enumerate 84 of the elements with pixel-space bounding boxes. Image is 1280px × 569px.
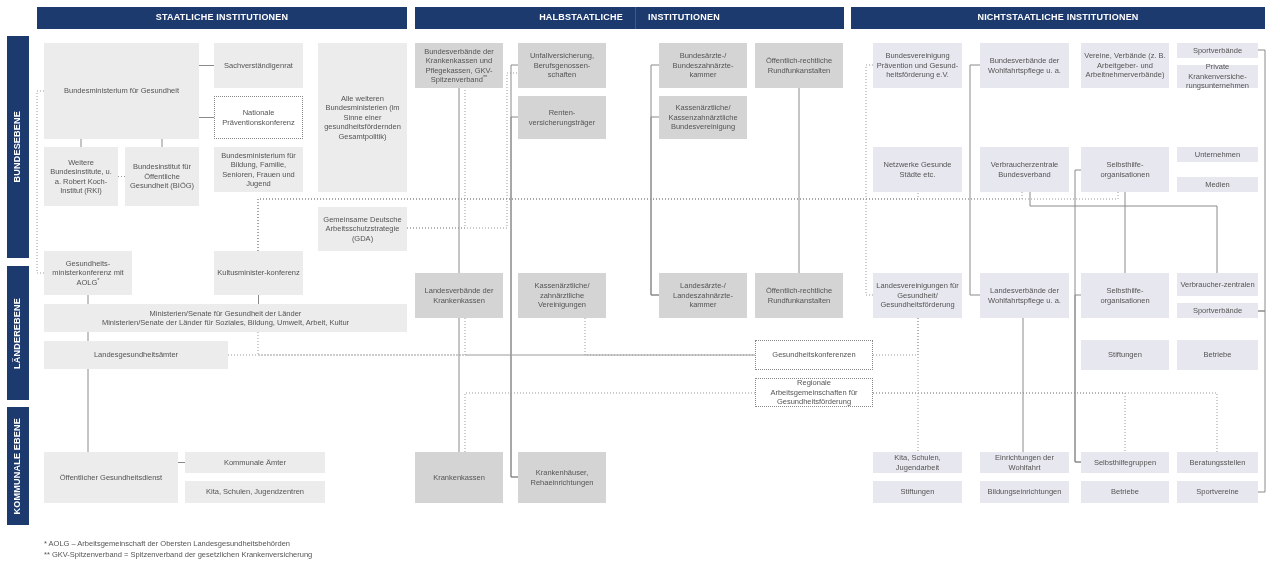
header-title: STAATLICHE INSTITUTIONEN (154, 11, 290, 25)
institution-box (1177, 273, 1258, 296)
institution-box (415, 43, 503, 88)
connector-line (1257, 310, 1266, 493)
connector-line (87, 368, 89, 453)
connector-line (258, 294, 259, 305)
institution-box (518, 43, 606, 88)
connector-line (161, 138, 163, 148)
institution-box (518, 452, 606, 503)
level-band (7, 266, 29, 400)
institution-box (873, 43, 962, 88)
institution-box (659, 43, 747, 88)
connector-line (177, 462, 186, 463)
institution-box (1081, 340, 1169, 370)
connector-line (798, 87, 800, 274)
institution-box (415, 452, 503, 503)
connector-line (1029, 191, 1218, 274)
connector-line (650, 116, 660, 296)
institution-box (44, 304, 407, 332)
institution-box (1081, 147, 1169, 192)
connector-line (969, 64, 981, 296)
header-band (415, 7, 844, 29)
institution-box (1081, 481, 1169, 503)
institution-box (1081, 43, 1169, 88)
institution-box (44, 43, 199, 139)
connector-line (1074, 294, 1082, 463)
institution-box (1081, 452, 1169, 473)
connector-line (198, 117, 215, 118)
institution-box (659, 96, 747, 139)
institution-box (214, 43, 303, 88)
institution-box (755, 43, 843, 88)
connector-line (80, 138, 82, 148)
level-title: BUNDESEBENE (11, 111, 24, 183)
institution-box (1177, 452, 1258, 473)
institution-box (1177, 65, 1258, 88)
level-title: LÄNDEREBENE (11, 297, 24, 369)
institution-box (659, 273, 747, 318)
level-title: KOMMUNALE EBENE (11, 417, 24, 515)
institution-box (518, 273, 606, 318)
institution-box (980, 273, 1069, 318)
connector-line (458, 87, 460, 274)
institution-box (980, 147, 1069, 192)
institution-box (1177, 147, 1258, 162)
institution-box (125, 147, 199, 206)
institution-box (44, 251, 132, 295)
institution-box (873, 273, 962, 318)
connector-line (458, 317, 460, 453)
level-band (7, 407, 29, 525)
institution-box (44, 341, 228, 369)
connector-line (1257, 49, 1266, 312)
institution-box (1177, 340, 1258, 370)
institution-box (185, 452, 325, 473)
connector-line (87, 331, 89, 342)
institution-box (1177, 481, 1258, 503)
connector-line (1022, 317, 1024, 453)
connector-line (87, 294, 89, 305)
connector-line (198, 65, 215, 66)
level-band (7, 36, 29, 258)
header-title: NICHTSTAATLICHE INSTITUTIONEN (976, 11, 1140, 25)
institution-box (873, 147, 962, 192)
header-title: INSTITUTIONEN (634, 7, 732, 29)
institution-box (980, 43, 1069, 88)
institution-box (980, 481, 1069, 503)
dotted-box (755, 340, 873, 370)
header-band (851, 7, 1265, 29)
institution-box (1177, 177, 1258, 192)
institution-box (1177, 303, 1258, 318)
header-band (37, 7, 407, 29)
institution-box (980, 452, 1069, 473)
institution-box (318, 207, 407, 251)
connector-line (1124, 191, 1126, 274)
institution-box (1177, 43, 1258, 58)
institution-box (415, 273, 503, 318)
institution-box (755, 273, 843, 318)
institution-box (873, 452, 962, 473)
institution-box (518, 96, 606, 139)
header-title: HALBSTAATLICHE (538, 11, 624, 25)
institution-box (214, 251, 303, 295)
institution-box (1081, 273, 1169, 318)
institution-box (44, 147, 118, 206)
dotted-box (214, 96, 303, 139)
institution-box (873, 481, 962, 503)
institution-box (44, 452, 178, 503)
dotted-box (755, 378, 873, 407)
